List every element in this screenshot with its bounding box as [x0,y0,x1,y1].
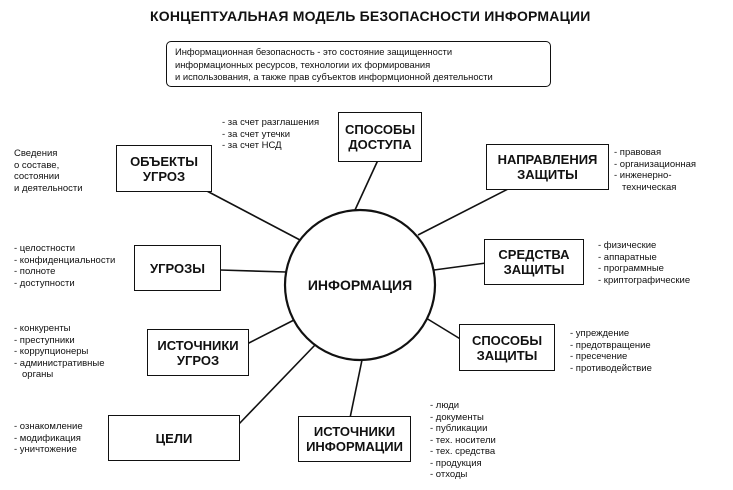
box-label: СПОСОБЫ [344,122,416,137]
protection-methods-box: СПОСОБЫ ЗАЩИТЫ [459,324,555,371]
spoke-protection-means [433,262,487,271]
box-label: ИСТОЧНИКИ [157,337,239,353]
list-item: - люди [430,400,460,411]
list-item: - правовая [614,147,662,158]
protection-means-list: - физические - аппаратные - программные … [598,240,690,286]
protection-means-box: СРЕДСТВА ЗАЩИТЫ [484,239,584,285]
list-item: - за счет разглашения [222,117,320,128]
box-label: ЦЕЛИ [155,430,193,446]
list-item: - конкуренты [14,323,71,334]
box-label: ИСТОЧНИКИ [313,424,396,439]
box-label: УГРОЗЫ [150,260,205,276]
box-label: ДОСТУПА [348,137,412,152]
diagram-title: КОНЦЕПТУАЛЬНАЯ МОДЕЛЬ БЕЗОПАСНОСТИ ИНФОР… [150,8,591,24]
spoke-threat-objects [204,189,301,241]
list-item: - за счет утечки [222,128,291,140]
information-circle [283,208,437,362]
spoke-protection-methods [425,317,463,341]
threat-objects-box: ОБЪЕКТЫ УГРОЗ [116,145,212,192]
spoke-threat-sources [244,319,295,346]
list-item: - физические [598,240,657,251]
list-item: - модификация [14,432,81,444]
goals-box: ЦЕЛИ [108,415,240,461]
protection-directions-box: НАПРАВЛЕНИЯ ЗАЩИТЫ [486,144,609,190]
threats-box: УГРОЗЫ [134,245,221,291]
box-label: НАПРАВЛЕНИЯ [497,152,598,167]
list-item: - за счет НСД [222,140,282,151]
list-item: состоянии [14,171,60,182]
list-item: - аппаратные [598,251,657,263]
access-methods-list: - за счет разглашения - за счет утечки -… [222,117,319,152]
definition-box: Информационная безопасность - это состоя… [166,41,551,87]
list-item: - упреждение [570,328,630,339]
spoke-information-sources [349,359,363,419]
protection-directions-list: - правовая - организационная - инженерно… [614,147,696,193]
list-item: - целостности [14,243,76,254]
list-item: - документы [430,411,484,423]
list-item: - публикации [430,423,488,434]
list-item: - уничтожение [14,444,77,455]
list-item: - противодействие [570,362,652,374]
box-label: УГРОЗ [176,352,220,368]
information-sources-list: - люди - документы - публикации - тех. н… [430,400,496,481]
definition-line: и использования, а также прав субъектов … [175,71,493,82]
list-item: - конфиденциальности [14,254,116,266]
goals-list: - ознакомление - модификация - уничтожен… [14,421,83,456]
list-item: органы [22,369,54,380]
box-label: ЗАЩИТЫ [503,262,565,277]
list-item: и деятельности [14,182,83,194]
spoke-threats [219,269,287,273]
list-item: - административные [14,357,105,369]
list-item: Сведения [14,148,58,159]
list-item: - ознакомление [14,421,83,432]
box-label: ОБЪЕКТЫ [130,153,198,169]
list-item: - инженерно- [614,170,672,181]
threats-list: - целостности - конфиденциальности - пол… [14,243,115,289]
box-label: ЗАЩИТЫ [517,167,578,182]
box-label: ИНФОРМАЦИИ [306,439,403,454]
list-item: - преступники [14,334,75,346]
list-item: - полноте [14,266,56,277]
definition-line: Информационная безопасность - это состоя… [175,46,453,57]
list-item: - пресечение [570,351,628,362]
list-item: техническая [622,181,677,193]
list-item: - программные [598,263,664,274]
box-label: УГРОЗ [142,168,186,184]
threat-objects-list: Сведения о составе, состоянии и деятельн… [14,148,83,194]
list-item: - тех. средства [430,446,496,457]
list-item: о составе, [14,159,60,171]
list-item: - тех. носители [430,434,496,446]
box-label: СПОСОБЫ [471,332,543,348]
spoke-access-methods [354,159,379,211]
information-sources-box: ИСТОЧНИКИ ИНФОРМАЦИИ [298,416,411,462]
list-item: - отходы [430,469,468,480]
spoke-protection-directions [417,187,511,236]
list-item: - коррупционеры [14,346,89,357]
access-methods-box: СПОСОБЫ ДОСТУПА [338,112,422,162]
box-label: СРЕДСТВА [498,247,570,262]
threat-sources-box: ИСТОЧНИКИ УГРОЗ [147,329,249,376]
definition-line: информационных ресурсов, технологии их ф… [175,58,431,70]
center-label: ИНФОРМАЦИЯ [307,277,413,293]
list-item: - организационная [614,158,697,170]
protection-methods-list: - упреждение - предотвращение - пресечен… [570,328,652,374]
box-label: ЗАЩИТЫ [476,347,538,363]
list-item: - продукция [430,457,482,469]
threat-sources-list: - конкуренты - преступники - коррупционе… [14,323,105,381]
list-item: - криптографические [598,274,691,286]
list-item: - доступности [14,277,75,289]
list-item: - предотвращение [570,339,651,351]
spoke-goals [237,344,316,426]
